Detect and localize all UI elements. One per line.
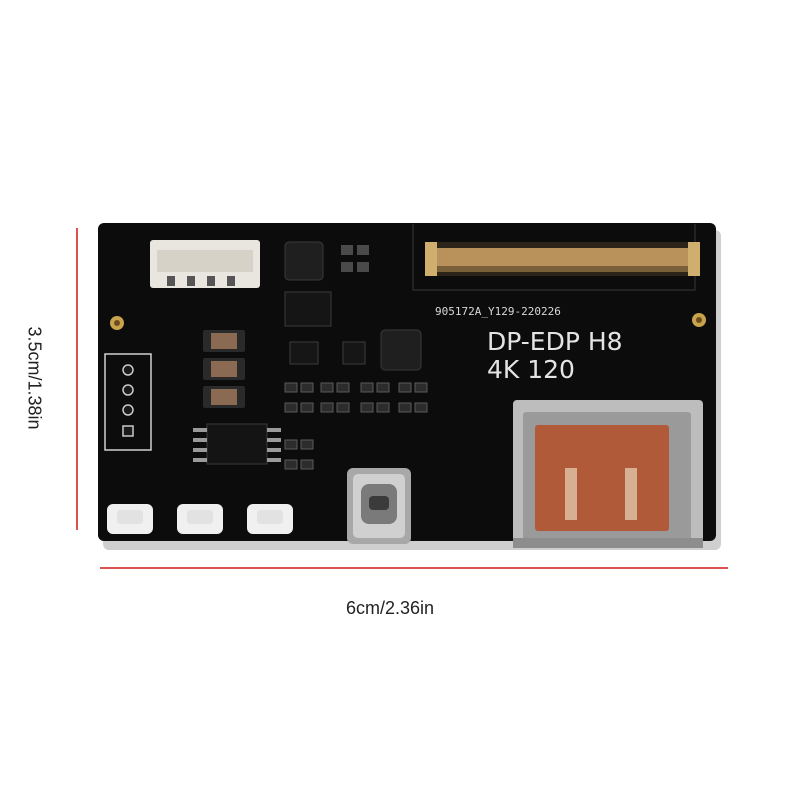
board-model-line2: 4K 120 (487, 355, 575, 384)
push-button (177, 504, 223, 534)
regulator-chip (284, 241, 324, 281)
push-button (107, 504, 153, 534)
pcb-board-image: 905172A_Y129-220226 DP-EDP H8 4K 120 (98, 223, 721, 550)
jst-connector (150, 240, 260, 288)
width-dimension-line (100, 567, 728, 569)
usb-c-port (347, 468, 411, 544)
board-model-line1: DP-EDP H8 (487, 327, 623, 356)
smd-component (284, 291, 332, 327)
displayport-port (513, 400, 703, 548)
height-dimension-line (76, 228, 78, 530)
soic-chip (193, 423, 281, 465)
four-pin-header (104, 353, 152, 451)
push-button (247, 504, 293, 534)
height-dimension-label: 3.5cm/1.38in (24, 326, 45, 430)
width-dimension-label: 6cm/2.36in (345, 598, 435, 618)
edp-ribbon-connector (425, 242, 700, 276)
board-part-code: 905172A_Y129-220226 (435, 305, 561, 318)
capacitor-array (203, 330, 245, 408)
inductor-chip (380, 329, 422, 371)
